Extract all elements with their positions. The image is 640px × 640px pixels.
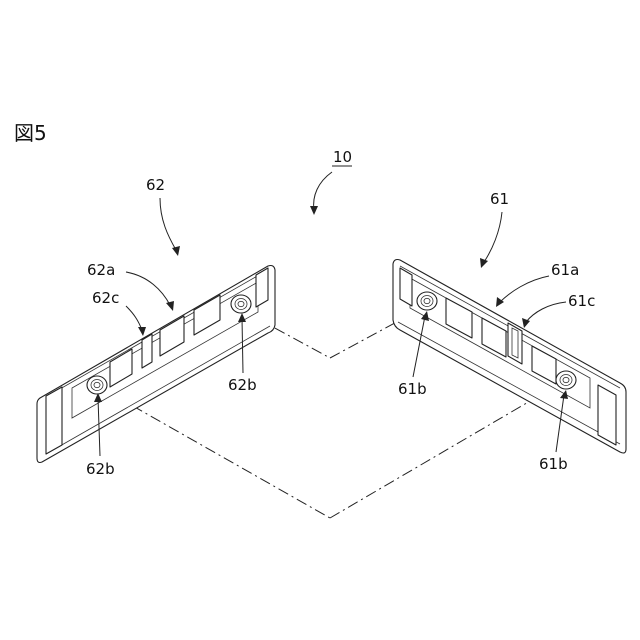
leader-62 (160, 198, 176, 250)
label-62b-lower: 62b (86, 460, 115, 478)
arrowhead-61 (480, 258, 488, 268)
leader-61c (526, 302, 566, 322)
part-61-end-window-left (400, 268, 412, 306)
label-62c: 62c (92, 289, 119, 307)
leader-61a (500, 276, 549, 302)
label-61b-lower: 61b (539, 455, 568, 473)
part-62-notch (142, 334, 152, 368)
part-61 (393, 260, 626, 454)
part-62-hole-upper (231, 295, 251, 313)
label-62b-upper: 62b (228, 376, 257, 394)
arrowhead-62c (138, 327, 146, 336)
leader-62c (126, 306, 142, 330)
part-61-hole-upper (417, 292, 437, 310)
arrowhead-62 (172, 246, 180, 256)
label-10: 10 (333, 148, 352, 166)
leader-62a (126, 272, 170, 305)
label-62a: 62a (87, 261, 115, 279)
label-62: 62 (146, 176, 165, 194)
arrowhead-10 (310, 206, 318, 215)
arrowhead-62a (166, 301, 174, 311)
label-61: 61 (490, 190, 509, 208)
assembly-reference: 10 (310, 148, 352, 215)
part-62-end-window-left (46, 387, 62, 454)
part-62-hole-lower (87, 376, 107, 394)
leader-10 (314, 172, 332, 210)
label-61a: 61a (551, 261, 579, 279)
arrowhead-61a (496, 297, 504, 307)
label-61c: 61c (568, 292, 595, 310)
part-62 (37, 266, 275, 463)
part-62-end-window-right (256, 268, 268, 307)
figure-title: 図5 (14, 121, 47, 145)
part-61-end-window-right (598, 385, 616, 445)
part-61-hole-lower (556, 371, 576, 389)
leader-61 (484, 212, 502, 262)
label-61b-upper: 61b (398, 380, 427, 398)
